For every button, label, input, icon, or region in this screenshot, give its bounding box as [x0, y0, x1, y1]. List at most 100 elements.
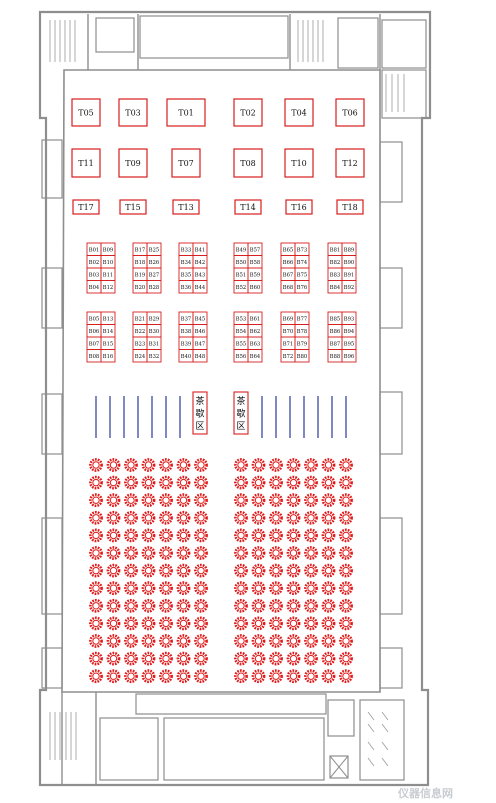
table-top — [289, 672, 298, 680]
round-table — [106, 581, 121, 596]
round-table — [286, 634, 301, 648]
round-table — [106, 616, 121, 631]
table-top — [179, 584, 188, 592]
table-chairs — [339, 475, 353, 490]
round-table — [251, 475, 266, 490]
table-chairs — [304, 546, 318, 560]
b-booth-label: B08 — [89, 354, 99, 360]
b-booth-cell — [247, 349, 263, 363]
table-top — [92, 496, 100, 504]
round-table — [339, 510, 353, 525]
table-top — [237, 566, 245, 575]
b-booth-label: B23 — [135, 341, 145, 347]
table-chairs — [159, 669, 173, 684]
round-table — [286, 669, 301, 684]
b-booth-label: B60 — [250, 285, 260, 291]
b-booth-label: B36 — [181, 285, 191, 291]
b-booth-label: B45 — [195, 316, 205, 322]
table-top — [342, 478, 350, 487]
b-booth-label: B40 — [181, 354, 191, 360]
table-chairs — [124, 651, 138, 666]
table-top — [254, 654, 263, 663]
round-table — [141, 634, 156, 648]
table-chairs — [304, 634, 318, 648]
round-table — [339, 563, 353, 578]
b-booth-label: B07 — [89, 341, 99, 347]
table-chairs — [286, 598, 301, 613]
table-top — [272, 602, 280, 610]
table-top — [92, 672, 100, 680]
table-top — [197, 672, 205, 680]
table-top — [342, 514, 350, 522]
round-table — [269, 546, 283, 560]
b-booth-label: B76 — [297, 285, 307, 291]
table-top — [144, 549, 153, 557]
round-table — [251, 458, 266, 472]
table-chairs — [321, 598, 336, 613]
round-table — [89, 581, 103, 596]
table-chairs — [304, 458, 318, 472]
round-table — [106, 651, 121, 666]
round-table — [89, 634, 103, 648]
t-booth-label: T03 — [125, 109, 141, 118]
divider-lines — [95, 396, 347, 438]
table-chairs — [269, 616, 283, 631]
b-booth-label: B33 — [181, 247, 191, 253]
round-table — [124, 510, 138, 525]
table-top — [92, 619, 100, 628]
t-booth-label: T16 — [291, 203, 307, 212]
table-chairs — [141, 651, 156, 666]
table-top — [342, 496, 350, 504]
table-top — [162, 549, 170, 557]
b-booth-label: B13 — [103, 316, 113, 322]
round-table — [304, 493, 318, 508]
table-top — [197, 584, 205, 592]
booth-outline — [71, 98, 101, 127]
table-chairs — [124, 581, 138, 596]
table-chairs — [286, 616, 301, 631]
table-top — [324, 531, 333, 540]
round-table — [234, 581, 248, 596]
table-chairs — [176, 634, 191, 648]
b-booth-label: B06 — [89, 329, 99, 335]
table-chairs — [124, 669, 138, 684]
table-top — [109, 584, 118, 592]
b-booth-label: B84 — [330, 285, 341, 291]
table-top — [127, 496, 135, 504]
round-table — [89, 669, 103, 684]
round-table — [339, 651, 353, 666]
table-top — [254, 531, 263, 540]
table-chairs — [176, 651, 191, 666]
round-table — [159, 581, 173, 596]
round-table — [304, 581, 318, 596]
table-top — [144, 531, 153, 540]
table-top — [197, 549, 205, 557]
table-top — [197, 602, 205, 610]
table-chairs — [159, 475, 173, 490]
table-chairs — [141, 546, 156, 560]
table-chairs — [321, 669, 336, 684]
table-chairs — [234, 510, 248, 525]
round-table — [141, 669, 156, 684]
booth-outline — [285, 199, 313, 215]
table-chairs — [234, 475, 248, 490]
b-booth-label: B89 — [344, 247, 354, 253]
round-table — [194, 598, 208, 613]
b-booth-label: B66 — [283, 260, 293, 266]
round-table — [269, 651, 283, 666]
round-table — [234, 475, 248, 490]
round-table — [176, 528, 191, 543]
t-booth: T06 — [335, 98, 365, 127]
table-chairs — [159, 651, 173, 666]
tea-area-char: 歇 — [195, 408, 204, 420]
table-top — [162, 496, 170, 504]
table-chairs — [194, 616, 208, 631]
tea-break-area: 茶歇区 — [233, 391, 249, 435]
round-table — [321, 563, 336, 578]
table-chairs — [124, 634, 138, 648]
table-top — [237, 637, 245, 645]
table-top — [272, 654, 280, 663]
